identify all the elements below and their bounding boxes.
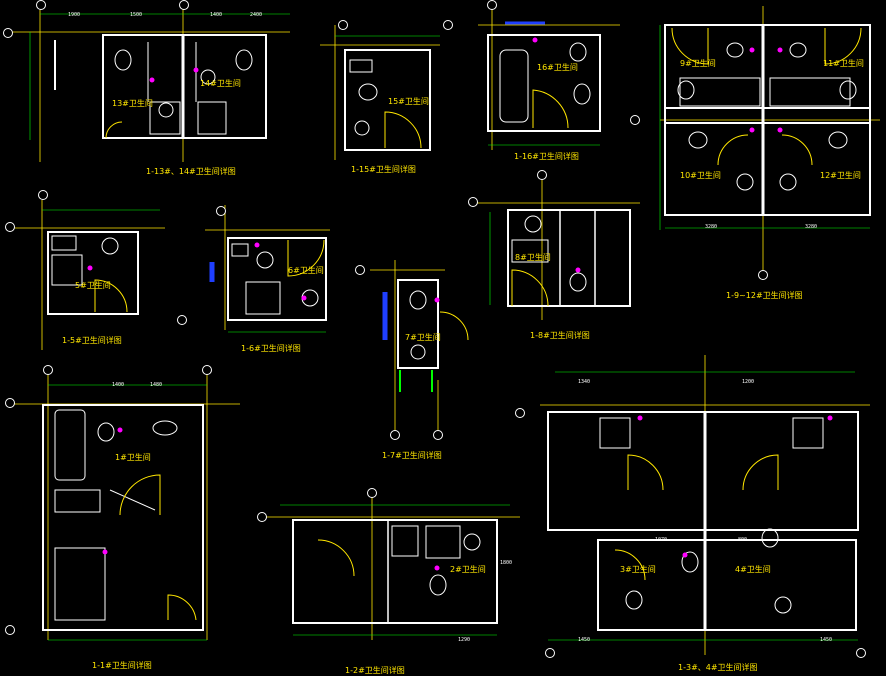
- axis-bubble: [433, 430, 443, 440]
- axis-bubble: [5, 625, 15, 635]
- axis-bubble: [537, 170, 547, 180]
- axis-bubble: [515, 408, 525, 418]
- axis-bubble: [38, 190, 48, 200]
- axis-bubble: [257, 512, 267, 522]
- plan-2: [262, 492, 520, 640]
- dimension-text: 1450: [820, 637, 833, 643]
- dimension-text: 1480: [150, 382, 163, 388]
- axis-bubble: [367, 488, 377, 498]
- dimension-text: 3280: [705, 224, 718, 230]
- axis-bubble: [216, 206, 226, 216]
- dimension-text: 3280: [805, 224, 818, 230]
- axis-bubble: [468, 197, 478, 207]
- room-label-6: 6#卫生间: [288, 266, 324, 275]
- caption-7: 1-7#卫生间详图: [382, 451, 442, 460]
- dimension-text: 1400: [210, 12, 223, 18]
- plan-6: [205, 205, 330, 333]
- dimension-text: 1070: [655, 537, 668, 543]
- plan-15: [320, 25, 440, 160]
- room-label-3: 3#卫生间: [620, 565, 656, 574]
- dimension-text: 1500: [130, 12, 143, 18]
- room-label-14: 14#卫生间: [200, 79, 241, 88]
- axis-bubble: [36, 0, 46, 10]
- axis-bubble: [338, 20, 348, 30]
- room-label-13: 13#卫生间: [112, 99, 153, 108]
- room-label-1: 1#卫生间: [115, 453, 151, 462]
- plan-1: [10, 372, 240, 641]
- dimension-text: 1290: [458, 637, 471, 643]
- dimension-text: 1450: [578, 637, 591, 643]
- plan-7: [370, 260, 469, 435]
- room-label-12: 12#卫生间: [820, 171, 861, 180]
- caption-2: 1-2#卫生间详图: [345, 666, 405, 675]
- axis-bubble: [758, 270, 768, 280]
- axis-bubble: [5, 222, 15, 232]
- room-label-4: 4#卫生间: [735, 565, 771, 574]
- plan-13-14: [10, 6, 290, 162]
- caption-9-12: 1-9~12#卫生间详图: [726, 291, 803, 300]
- room-label-9: 9#卫生间: [680, 59, 716, 68]
- caption-3-4: 1-3#、4#卫生间详图: [678, 663, 758, 672]
- room-label-16: 16#卫生间: [537, 63, 578, 72]
- room-label-15: 15#卫生间: [388, 97, 429, 106]
- room-label-8: 8#卫生间: [515, 253, 551, 262]
- axis-bubble: [856, 648, 866, 658]
- axis-bubble: [630, 115, 640, 125]
- plan-9-12: [659, 6, 880, 270]
- caption-8: 1-8#卫生间详图: [530, 331, 590, 340]
- caption-1: 1-1#卫生间详图: [92, 661, 152, 670]
- dimension-text: 1800: [500, 560, 513, 566]
- room-label-7: 7#卫生间: [405, 333, 441, 342]
- room-label-11: 11#卫生间: [823, 59, 864, 68]
- caption-15: 1-15#卫生间详图: [351, 165, 416, 174]
- axis-bubble: [202, 365, 212, 375]
- axis-bubble: [5, 398, 15, 408]
- axis-bubble: [177, 315, 187, 325]
- caption-16: 1-16#卫生间详图: [514, 152, 579, 161]
- caption-13-14: 1-13#、14#卫生间详图: [146, 167, 236, 176]
- axis-bubble: [43, 365, 53, 375]
- axis-bubble: [487, 0, 497, 10]
- plan-5: [15, 200, 165, 350]
- plan-3-4: [540, 355, 870, 655]
- room-label-2: 2#卫生间: [450, 565, 486, 574]
- axis-bubble: [390, 430, 400, 440]
- plan-16: [478, 5, 620, 150]
- axis-bubble: [355, 265, 365, 275]
- dimension-text: 2400: [250, 12, 263, 18]
- caption-6: 1-6#卫生间详图: [241, 344, 301, 353]
- dimension-text: 1340: [578, 379, 591, 385]
- dimension-text: 1400: [112, 382, 125, 388]
- axis-bubble: [3, 28, 13, 38]
- axis-bubble: [443, 20, 453, 30]
- plan-8: [475, 180, 640, 320]
- dimension-text: 1900: [68, 12, 81, 18]
- axis-bubble: [179, 0, 189, 10]
- dimension-text: 800: [738, 537, 748, 543]
- dimension-text: 1200: [742, 379, 755, 385]
- axis-bubble: [545, 648, 555, 658]
- caption-5: 1-5#卫生间详图: [62, 336, 122, 345]
- room-label-10: 10#卫生间: [680, 171, 721, 180]
- room-label-5: 5#卫生间: [75, 281, 111, 290]
